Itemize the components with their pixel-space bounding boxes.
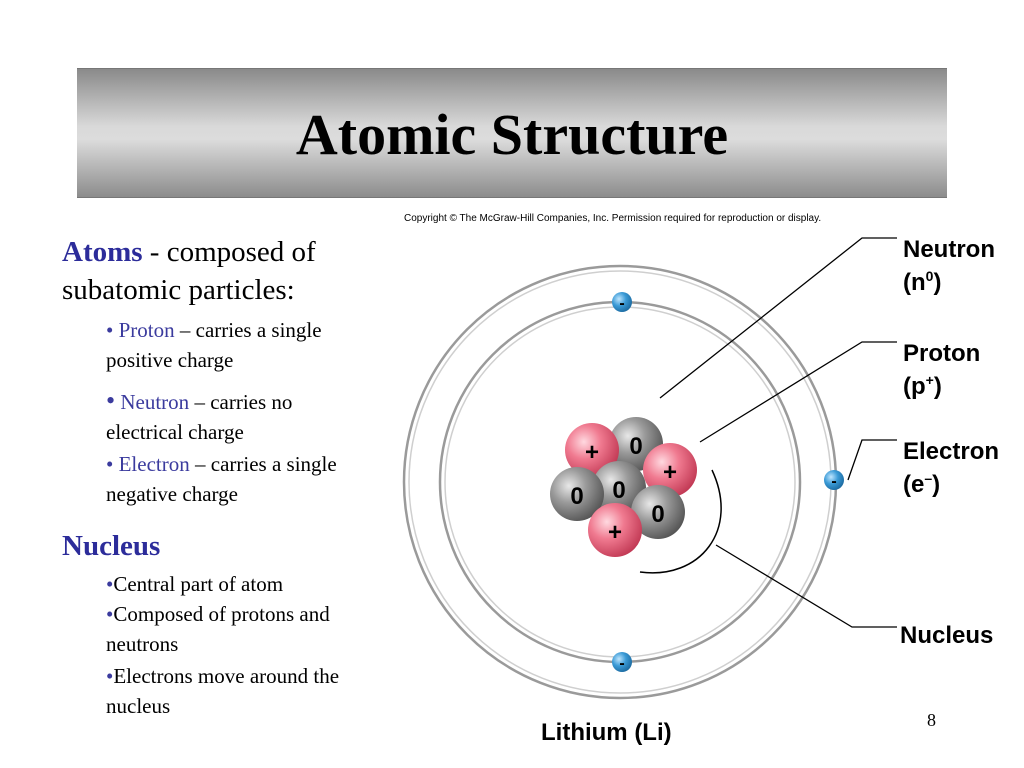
electron-particle-top: - bbox=[612, 292, 632, 312]
nucleus-bullet-3-cont: nucleus bbox=[106, 694, 171, 718]
neutron-particle-center: 0 bbox=[592, 461, 646, 515]
nucleus-bracket bbox=[639, 469, 722, 574]
proton-leader-line bbox=[699, 341, 897, 443]
neutron-symbol: (n0) bbox=[903, 268, 941, 297]
proton-term: Proton bbox=[118, 318, 175, 342]
neutron-sign-label: 0 bbox=[612, 477, 625, 504]
electron-sign-label: - bbox=[831, 473, 836, 490]
nucleus-bullet-3-text: Electrons move around the bbox=[113, 664, 340, 688]
nucleus-bullet-2-cont: neutrons bbox=[106, 632, 179, 656]
proton-label: Proton bbox=[903, 340, 981, 367]
neutron-sign-label: 0 bbox=[570, 483, 583, 510]
proton-symbol: (p+) bbox=[903, 372, 942, 401]
neutron-definition: – carries no bbox=[189, 390, 293, 414]
bullet-icon: • bbox=[106, 572, 114, 596]
atoms-definition: - composed of bbox=[142, 236, 316, 268]
proton-definition-cont: positive charge bbox=[106, 348, 234, 372]
nucleus-heading: Nucleus bbox=[62, 530, 161, 562]
proton-symbol-base: (p bbox=[903, 373, 926, 400]
page-number: 8 bbox=[927, 710, 936, 730]
neutron-definition-cont: electrical charge bbox=[106, 420, 244, 444]
nucleus-leader-line bbox=[715, 544, 897, 628]
proton-symbol-close: ) bbox=[933, 373, 942, 400]
neutron-symbol-sup: 0 bbox=[925, 268, 934, 284]
neutron-label: Neutron bbox=[903, 236, 995, 263]
electron-symbol-sup: – bbox=[924, 470, 933, 486]
neutron-symbol-close: ) bbox=[933, 269, 942, 296]
electron-sign-label: - bbox=[619, 655, 624, 672]
neutron-particle-left: 0 bbox=[550, 467, 604, 521]
atoms-definition-cont: subatomic particles: bbox=[62, 274, 295, 306]
electron-sign-label: - bbox=[619, 295, 624, 312]
electron-term: Electron bbox=[118, 452, 190, 476]
neutron-symbol-base: (n bbox=[903, 269, 926, 296]
atoms-heading: Atoms - composed of bbox=[62, 236, 316, 269]
electron-symbol-close: ) bbox=[932, 471, 941, 498]
proton-particle-bottom: + bbox=[588, 503, 642, 557]
electron-bullet: • Electron – carries a single bbox=[106, 452, 337, 477]
bullet-icon: • bbox=[106, 602, 114, 626]
nucleus-bullet-1-text: Central part of atom bbox=[113, 572, 284, 596]
nucleus-label: Nucleus bbox=[900, 622, 994, 649]
bullet-icon: • bbox=[106, 318, 114, 342]
bullet-icon: • bbox=[106, 664, 114, 688]
proton-sign-label: + bbox=[663, 459, 677, 486]
neutron-sign-label: 0 bbox=[629, 433, 642, 460]
electron-particle-right: - bbox=[824, 470, 844, 490]
electron-symbol: (e–) bbox=[903, 470, 940, 499]
electron-leader-line bbox=[847, 439, 897, 481]
neutron-leader-line bbox=[659, 237, 897, 399]
diagram-caption: Lithium (Li) bbox=[541, 719, 672, 746]
neutron-sign-label: 0 bbox=[651, 501, 664, 528]
neutron-bullet: • Neutron – carries no bbox=[106, 386, 292, 416]
proton-particle-right: + bbox=[643, 443, 697, 497]
electron-definition: – carries a single bbox=[189, 452, 337, 476]
electron-definition-cont: negative charge bbox=[106, 482, 238, 506]
electron-symbol-base: (e bbox=[903, 471, 925, 498]
bullet-icon: • bbox=[106, 386, 116, 415]
proton-symbol-sup: + bbox=[925, 372, 934, 388]
title-bar: Atomic Structure bbox=[77, 68, 947, 198]
nucleus-bullet-3: •Electrons move around the bbox=[106, 664, 339, 689]
proton-particle-top-left: + bbox=[565, 423, 619, 477]
nucleus-bullet-1: •Central part of atom bbox=[106, 572, 283, 597]
neutron-term: Neutron bbox=[120, 390, 190, 414]
nucleus-bullet-2-text: Composed of protons and bbox=[113, 602, 330, 626]
electron-particle-bottom: - bbox=[612, 652, 632, 672]
neutron-particle-right: 0 bbox=[631, 485, 685, 539]
proton-sign-label: + bbox=[585, 439, 599, 466]
slide-title: Atomic Structure bbox=[295, 102, 729, 167]
atoms-term: Atoms bbox=[62, 236, 143, 268]
electron-label: Electron bbox=[903, 438, 1000, 465]
bullet-icon: • bbox=[106, 452, 114, 476]
copyright-notice: Copyright © The McGraw-Hill Companies, I… bbox=[404, 213, 822, 224]
proton-sign-label: + bbox=[608, 519, 622, 546]
nucleus-bullet-2: •Composed of protons and bbox=[106, 602, 330, 627]
proton-bullet: • Proton – carries a single bbox=[106, 318, 322, 343]
proton-definition: – carries a single bbox=[174, 318, 322, 342]
